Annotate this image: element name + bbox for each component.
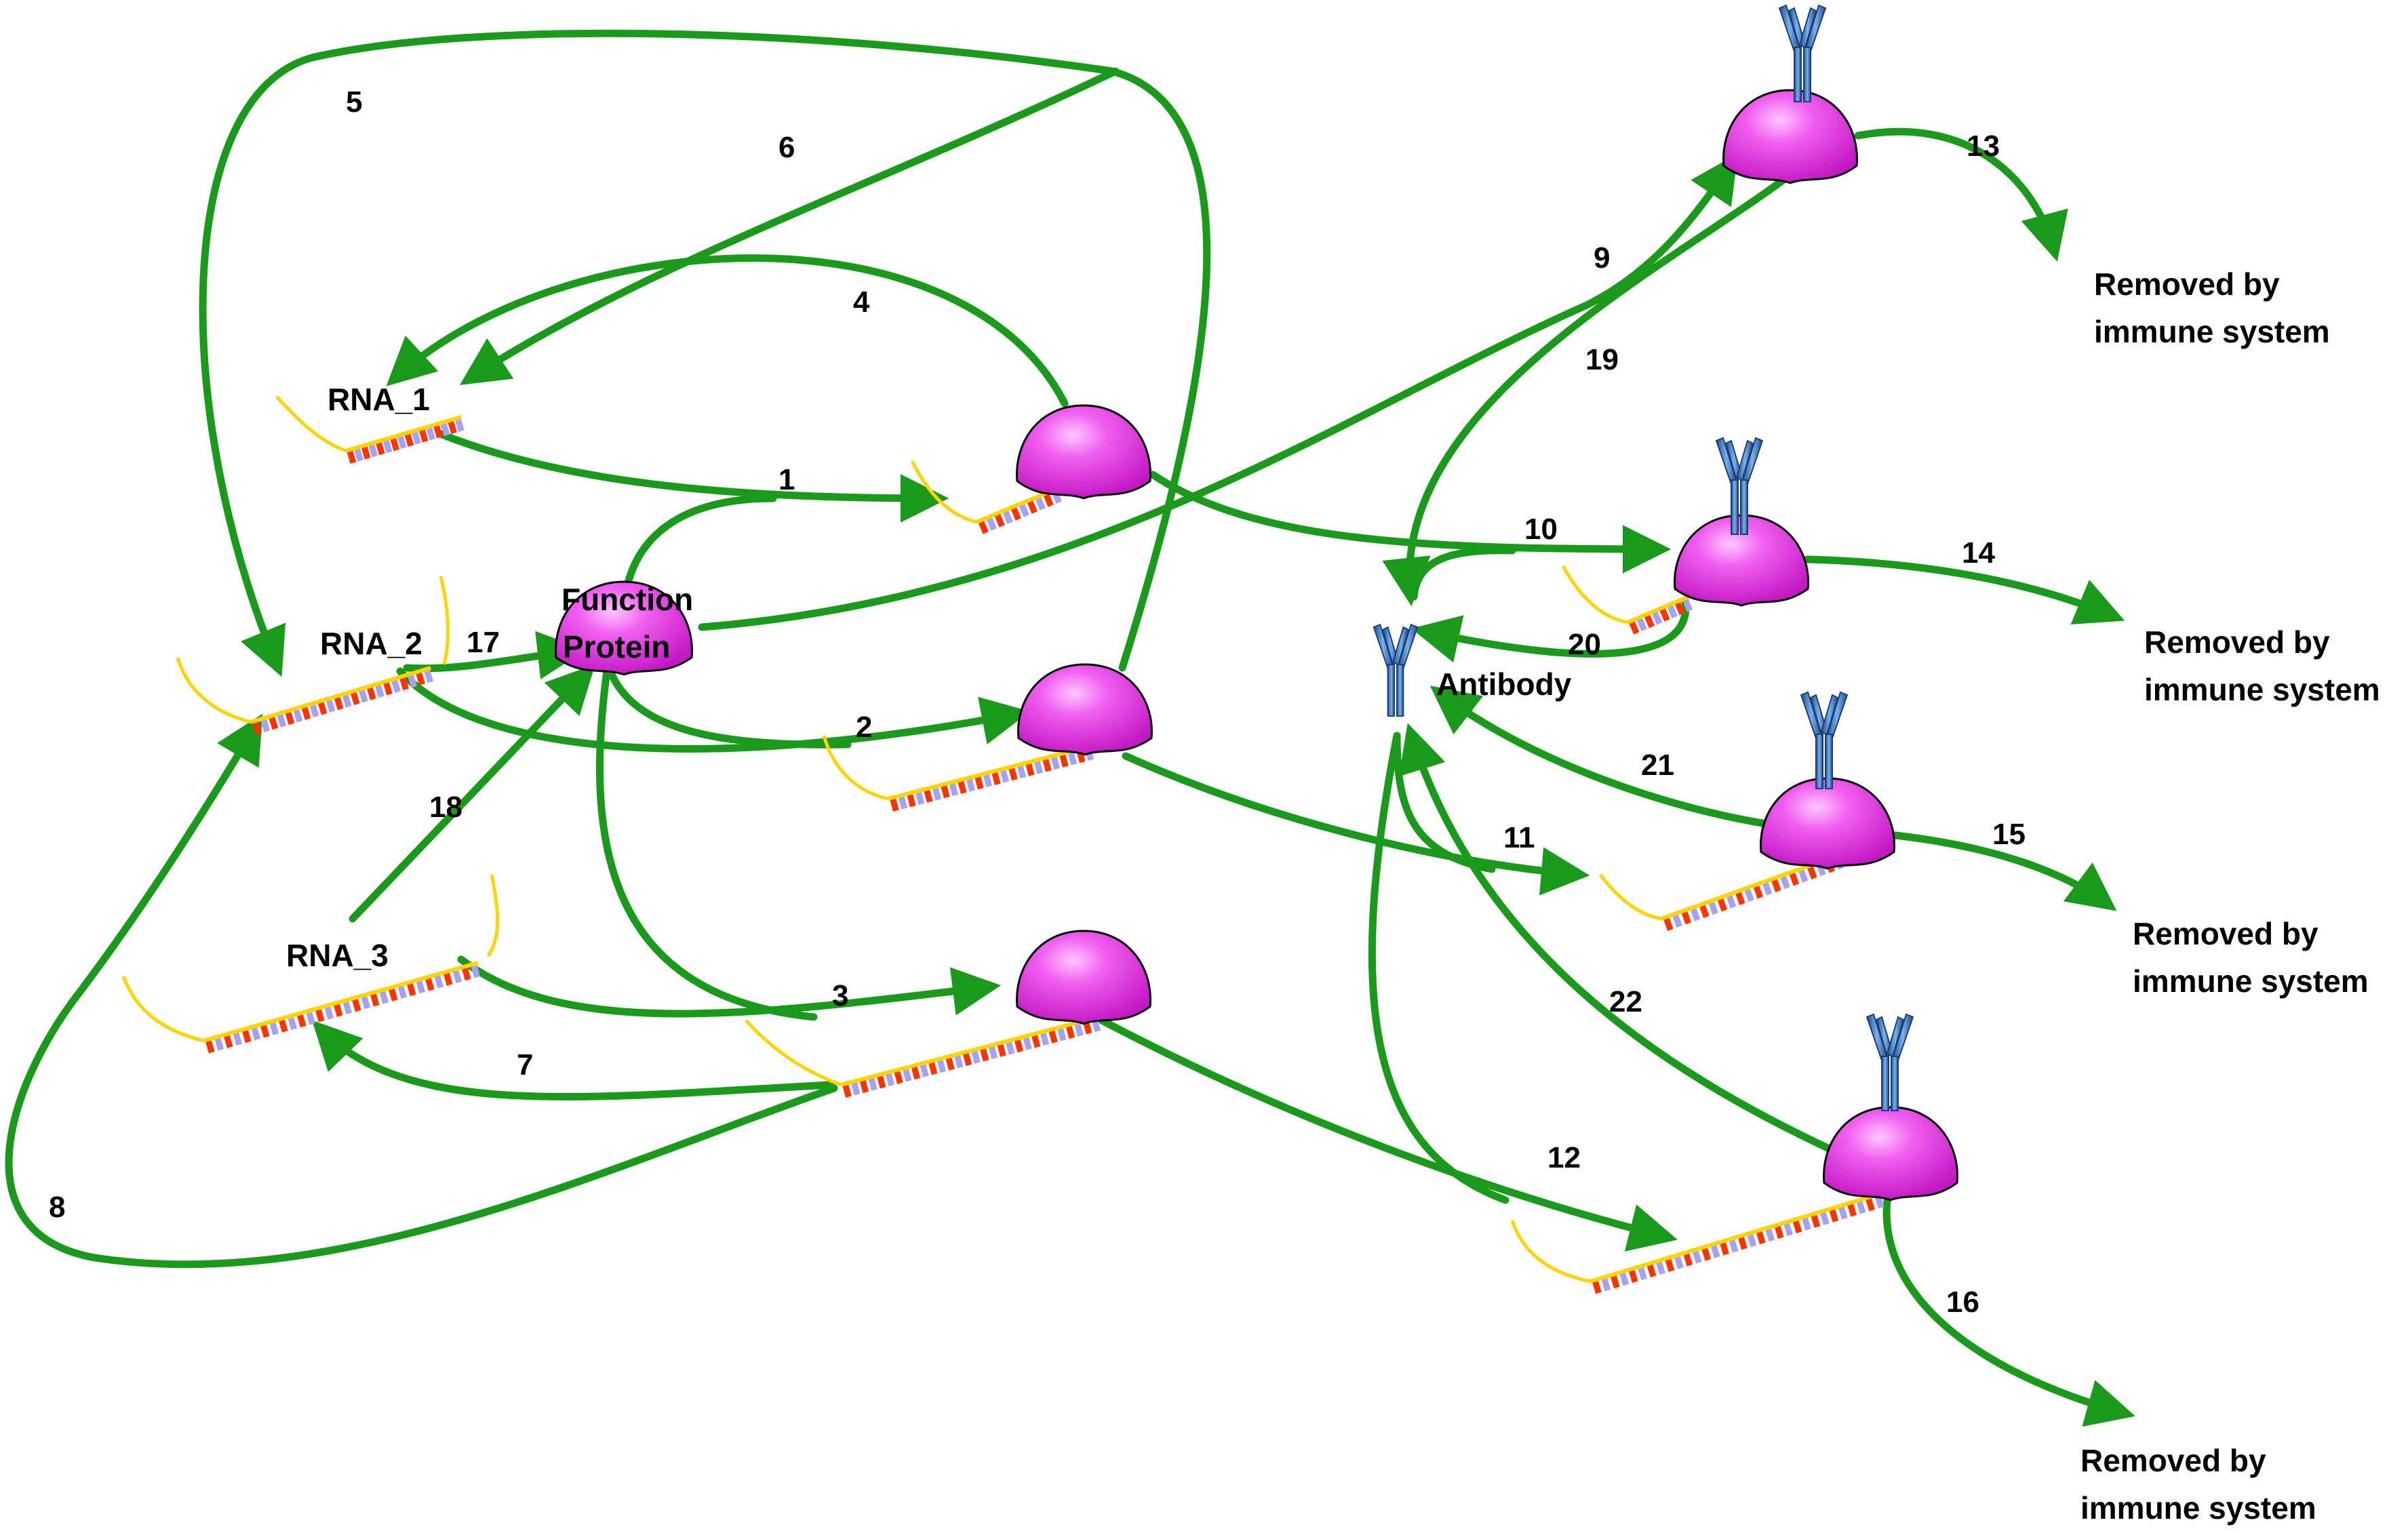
- protein-a: [1016, 404, 1151, 500]
- edge-label-17: 17: [467, 626, 500, 659]
- edge-label-19: 19: [1585, 343, 1619, 376]
- edge-label-16: 16: [1946, 1286, 1979, 1319]
- protein-c: [1016, 930, 1151, 1025]
- removed-2-line1: Removed by: [2144, 624, 2330, 660]
- edge-8: [5, 713, 838, 1269]
- function-protein-blob: [555, 580, 693, 676]
- removed-4-line1: Removed by: [2080, 1443, 2266, 1478]
- edge-label-15: 15: [1992, 818, 2026, 851]
- edge-14: [1803, 555, 2125, 625]
- edge-15: [1891, 831, 2117, 911]
- protein-b: [1017, 663, 1153, 756]
- edge-13: [1854, 127, 2068, 262]
- edge-3-branch: [596, 667, 818, 1021]
- rna-2-label: RNA_2: [320, 626, 422, 661]
- removed-3-line2: immune system: [2133, 963, 2369, 999]
- edge-16: [1882, 1186, 2135, 1427]
- edge-label-13: 13: [1967, 130, 2000, 163]
- edge-2: [396, 667, 1031, 753]
- edge-22: [1398, 723, 1842, 1157]
- protein-ab2: [1674, 514, 1809, 607]
- function-protein-label-line1: Function: [561, 582, 693, 617]
- edge-label-22: 22: [1609, 985, 1642, 1018]
- edge-label-2: 2: [856, 711, 872, 744]
- rna-3-tail-right: [486, 874, 500, 957]
- edge-2-branch: [606, 667, 852, 749]
- protein-ab3: [1760, 777, 1895, 870]
- edge-21: [1429, 685, 1771, 828]
- edge-label-12: 12: [1547, 1141, 1581, 1174]
- edge-label-4: 4: [853, 285, 870, 319]
- removed-4-line2: immune system: [2080, 1490, 2316, 1526]
- edge-label-20: 20: [1568, 628, 1601, 661]
- edge-label-10: 10: [1524, 513, 1558, 546]
- edge-6: [460, 67, 1120, 385]
- edge-label-8: 8: [49, 1191, 65, 1224]
- protein-ab4: [1823, 1106, 1958, 1201]
- removed-1-line1: Removed by: [2094, 266, 2280, 302]
- antibody-on-ab2-icon: [1715, 437, 1764, 535]
- rna-3-strand: [121, 961, 481, 1054]
- edge-11-branch: [1393, 732, 1496, 873]
- edge-1-branch: [620, 494, 777, 611]
- rna-ab2-strand: [1561, 565, 1693, 635]
- rna-2-tail-right: [439, 576, 450, 665]
- antibody-on-ab3-icon: [1800, 691, 1849, 789]
- edge-4: [386, 254, 1069, 407]
- rna-ab4-strand: [1510, 1191, 1884, 1294]
- edge-1: [437, 430, 949, 523]
- edge-label-18: 18: [429, 791, 462, 824]
- edge-label-1: 1: [778, 463, 795, 496]
- edge-5: [199, 29, 1211, 677]
- edge-19: [1382, 171, 1794, 607]
- function-protein-label-line2: Protein: [563, 629, 670, 664]
- removed-2-line2: immune system: [2144, 672, 2380, 707]
- edge-label-9: 9: [1594, 241, 1610, 275]
- edge-label-21: 21: [1641, 749, 1674, 782]
- edge-10: [1149, 471, 1672, 574]
- edge-18: [349, 664, 595, 923]
- edge-7: [312, 1020, 835, 1101]
- edge-label-7: 7: [517, 1048, 533, 1081]
- edge-12-branch: [1368, 732, 1509, 1204]
- rna-2-strand: [176, 657, 434, 735]
- edge-label-11: 11: [1503, 821, 1535, 854]
- rna-1-label: RNA_1: [328, 382, 430, 417]
- antibody-icon: [1373, 623, 1419, 717]
- antibody-on-ab1-icon: [1778, 4, 1827, 102]
- antibody-on-ab4-icon: [1866, 1013, 1914, 1111]
- edge-11: [1122, 752, 1590, 896]
- edge-9: [698, 153, 1738, 631]
- edge-label-14: 14: [1962, 536, 1995, 570]
- edge-label-5: 5: [346, 85, 362, 119]
- antibody-label: Antibody: [1436, 666, 1572, 702]
- rna-b-strand: [822, 735, 1094, 812]
- edge-label-6: 6: [778, 131, 795, 164]
- protein-ab1: [1722, 89, 1858, 184]
- rna-1-strand: [275, 395, 465, 464]
- edge-20: [1411, 596, 1690, 663]
- edge-12: [1098, 1016, 1678, 1252]
- edge-label-3: 3: [832, 979, 848, 1012]
- rna-3-label: RNA_3: [286, 938, 389, 973]
- removed-3-line1: Removed by: [2133, 916, 2318, 951]
- removed-1-line2: immune system: [2094, 314, 2330, 349]
- edge-10-branch: [1410, 546, 1516, 601]
- edge-3: [457, 955, 1002, 1018]
